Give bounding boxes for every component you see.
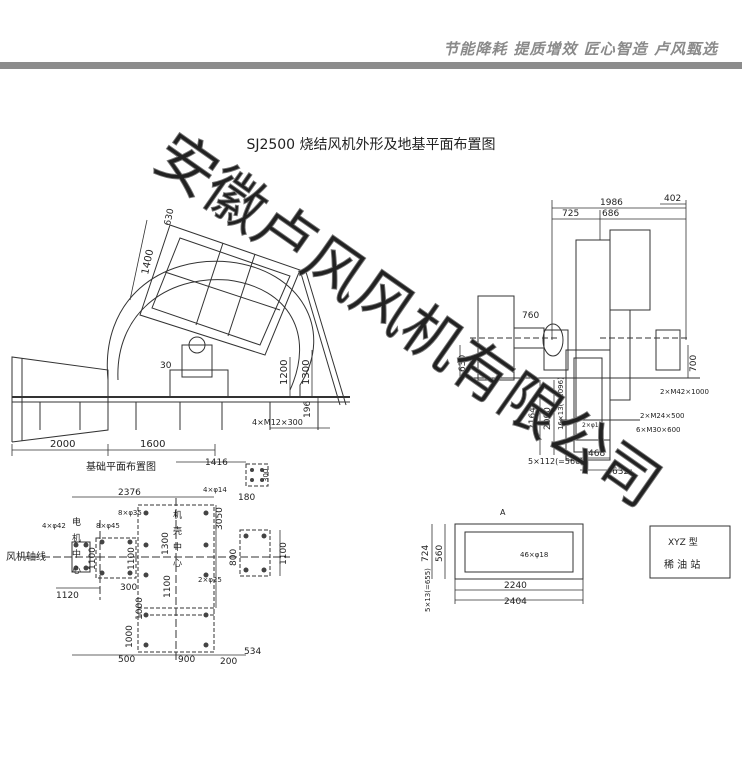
header-divider-bar — [0, 62, 742, 69]
dim-2000: 2000 — [50, 439, 75, 450]
foundation-axis-label: 风机轴线 — [6, 550, 46, 563]
dim-2xM24x500: 2×M24×500 — [640, 412, 685, 420]
dim-2240: 2240 — [504, 581, 527, 591]
foundation-dims: 基础平面布置图 风机轴线 1416 300 4×φ14 180 2376 305… — [6, 458, 289, 667]
dim-5x13: 5×13(=655) — [424, 568, 432, 612]
dim-2376: 2376 — [118, 488, 141, 498]
svg-text:机: 机 — [72, 532, 81, 544]
dim-630: 630 — [163, 207, 176, 226]
svg-text:心: 心 — [173, 558, 182, 569]
dim-46xphi18: 46×φ18 — [520, 551, 548, 559]
xyz-type-label: XYZ 型 — [668, 537, 698, 548]
section-mark-a: A — [500, 508, 506, 517]
dim-900: 900 — [178, 655, 195, 665]
dim-1400: 1400 — [140, 248, 156, 275]
dim-686: 686 — [602, 209, 619, 219]
oil-station-geometry — [431, 523, 584, 604]
xyz-oil-station-box — [649, 525, 731, 579]
dim-1000-b: 1000 — [135, 597, 145, 620]
dim-2xphi25: 2×φ25 — [198, 576, 222, 584]
dim-1600: 1600 — [140, 439, 165, 450]
front-view-geometry — [11, 219, 350, 456]
dim-1300: 1300 — [161, 532, 171, 555]
dim-700: 700 — [689, 355, 699, 372]
foundation-label: 基础平面布置图 — [86, 460, 156, 473]
dim-6xM30x600: 6×M30×600 — [636, 426, 681, 434]
dim-1000-a: 1000 — [125, 625, 135, 648]
dim-760: 760 — [522, 311, 539, 321]
dim-1100-d: 1100 — [163, 575, 173, 598]
foundation-geometry — [20, 461, 290, 660]
dim-300-top: 300 — [262, 469, 270, 482]
header-slogan: 节能降耗 提质增效 匠心智造 卢风甄选 — [443, 40, 718, 58]
dim-1200: 1200 — [279, 360, 290, 385]
dim-402: 402 — [664, 194, 681, 204]
svg-text:中: 中 — [173, 541, 182, 553]
dim-1120: 1120 — [56, 591, 79, 601]
dim-1100-c: 1100 — [279, 542, 289, 565]
dim-534: 534 — [244, 647, 261, 657]
dim-16x13: 16×13(=2096) — [557, 377, 565, 430]
dim-1986: 1986 — [600, 198, 623, 208]
dim-180: 180 — [238, 493, 255, 503]
dim-2404: 2404 — [504, 597, 527, 607]
drawing-title: SJ2500 烧结风机外形及地基平面布置图 — [246, 137, 496, 153]
dim-2164: 2164 — [528, 407, 538, 430]
svg-text:中: 中 — [72, 548, 81, 560]
dim-725: 725 — [562, 209, 579, 219]
svg-text:心: 心 — [72, 565, 81, 576]
dim-4xphi42: 4×φ42 — [42, 522, 66, 530]
front-view-dims: 2000 1600 1400 630 30 1200 1300 196 4×M1… — [50, 207, 313, 450]
dim-560: 560 — [435, 545, 445, 562]
side-view-geometry — [459, 200, 700, 471]
dim-4xphi14: 4×φ14 — [203, 486, 227, 494]
xyz-oil-station-name: 稀 油 站 — [664, 558, 700, 571]
dim-630-side: 630 — [458, 355, 468, 372]
dim-196: 196 — [303, 401, 313, 418]
side-view-dims: 1986 402 725 686 760 630 700 2×M42×1000 … — [458, 194, 709, 477]
dim-1100-a: 1100 — [88, 547, 98, 570]
dim-2xM42x1000: 2×M42×1000 — [660, 388, 709, 396]
svg-text:壳: 壳 — [173, 525, 182, 537]
dim-1300: 1300 — [301, 360, 312, 385]
dim-632: 632 — [612, 467, 629, 477]
dim-1100-b: 1100 — [127, 547, 137, 570]
dim-2000-side: 2000 — [543, 407, 553, 430]
motor-center-label: 电 机 中 心 — [72, 516, 81, 576]
dim-3050: 3050 — [215, 507, 225, 530]
svg-text:电: 电 — [72, 516, 81, 528]
dim-468: 468 — [588, 449, 605, 459]
dim-30: 30 — [160, 361, 172, 371]
dim-500: 500 — [118, 655, 135, 665]
dim-800: 800 — [229, 549, 239, 566]
fan-center-label: 机 壳 中 心 — [173, 509, 182, 569]
dim-300-bottom: 300 — [120, 583, 137, 593]
svg-text:机: 机 — [173, 509, 182, 521]
dim-1416: 1416 — [205, 458, 228, 468]
dim-200: 200 — [220, 657, 237, 667]
dim-724: 724 — [421, 545, 431, 562]
dim-8xphi35: 8×φ35 — [118, 509, 142, 517]
dim-anchor-bolts: 4×M12×300 — [252, 418, 303, 427]
dim-2xphi18: 2×φ18 — [582, 422, 603, 429]
oil-station-dims: 724 560 46×φ18 5×13(=655) 2240 2404 A — [421, 508, 548, 612]
dim-8xphi45: 8×φ45 — [96, 522, 120, 530]
dim-5x112: 5×112(=560) — [528, 457, 583, 466]
